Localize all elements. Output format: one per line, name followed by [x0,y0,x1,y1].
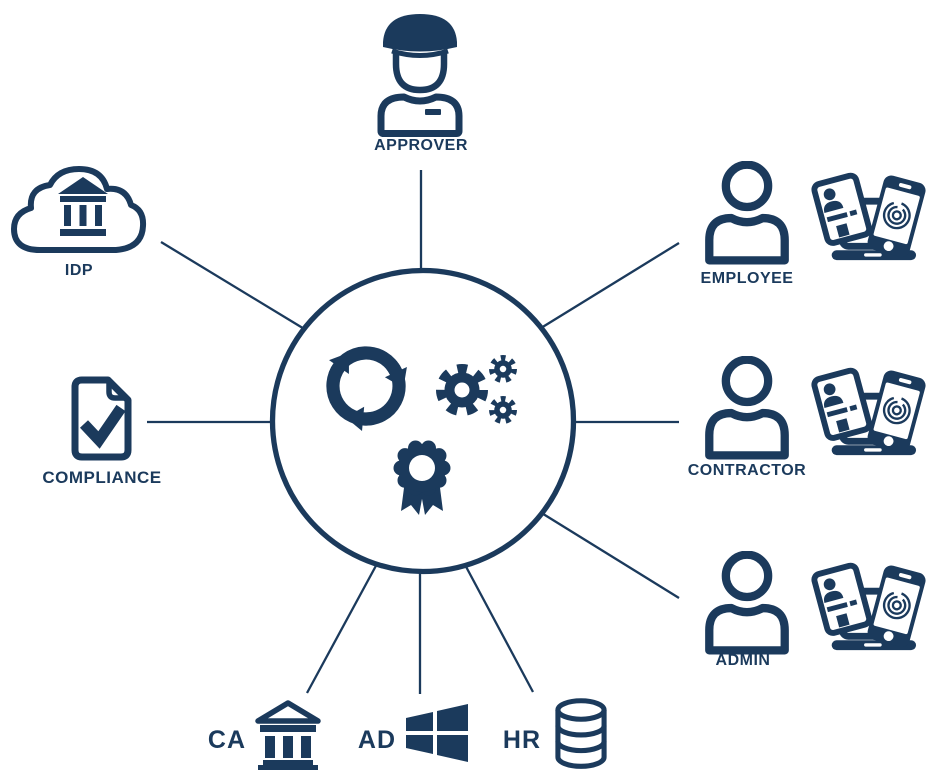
recycle-arrows-icon [317,350,410,438]
bank-columns-icon [255,700,321,770]
label-admin: ADMIN [715,652,771,669]
hub-icons [272,270,517,515]
label-approver: APPROVER [374,137,468,154]
id-card-laptop-fingerprint-phone-icon [803,552,931,654]
label-contractor: CONTRACTOR [687,462,807,479]
database-stack-icon [555,698,607,769]
person-icon [701,551,793,655]
connector-admin [539,511,680,599]
label-ca: CA [207,726,246,754]
id-card-laptop-fingerprint-phone-icon [803,357,931,459]
label-hr: HR [502,726,541,754]
connector-idp [160,241,307,331]
cloud-bank-icon [11,166,147,253]
person-icon [701,356,793,460]
certificate-rosette-icon [393,440,451,515]
gears-icon [436,355,517,424]
connector-hr [461,560,535,693]
person-icon [701,161,793,265]
hub-circle [269,267,577,575]
officer-person-icon [377,14,463,137]
label-employee: EMPLOYEE [700,270,794,287]
label-ad: AD [357,726,396,754]
document-check-icon [71,376,132,461]
connector-employee [540,242,680,329]
windows-logo-icon [406,704,468,762]
connector-ca [305,561,380,694]
id-card-laptop-fingerprint-phone-icon [803,162,931,264]
label-idp: IDP [64,262,94,279]
label-compliance: COMPLIANCE [42,468,162,487]
